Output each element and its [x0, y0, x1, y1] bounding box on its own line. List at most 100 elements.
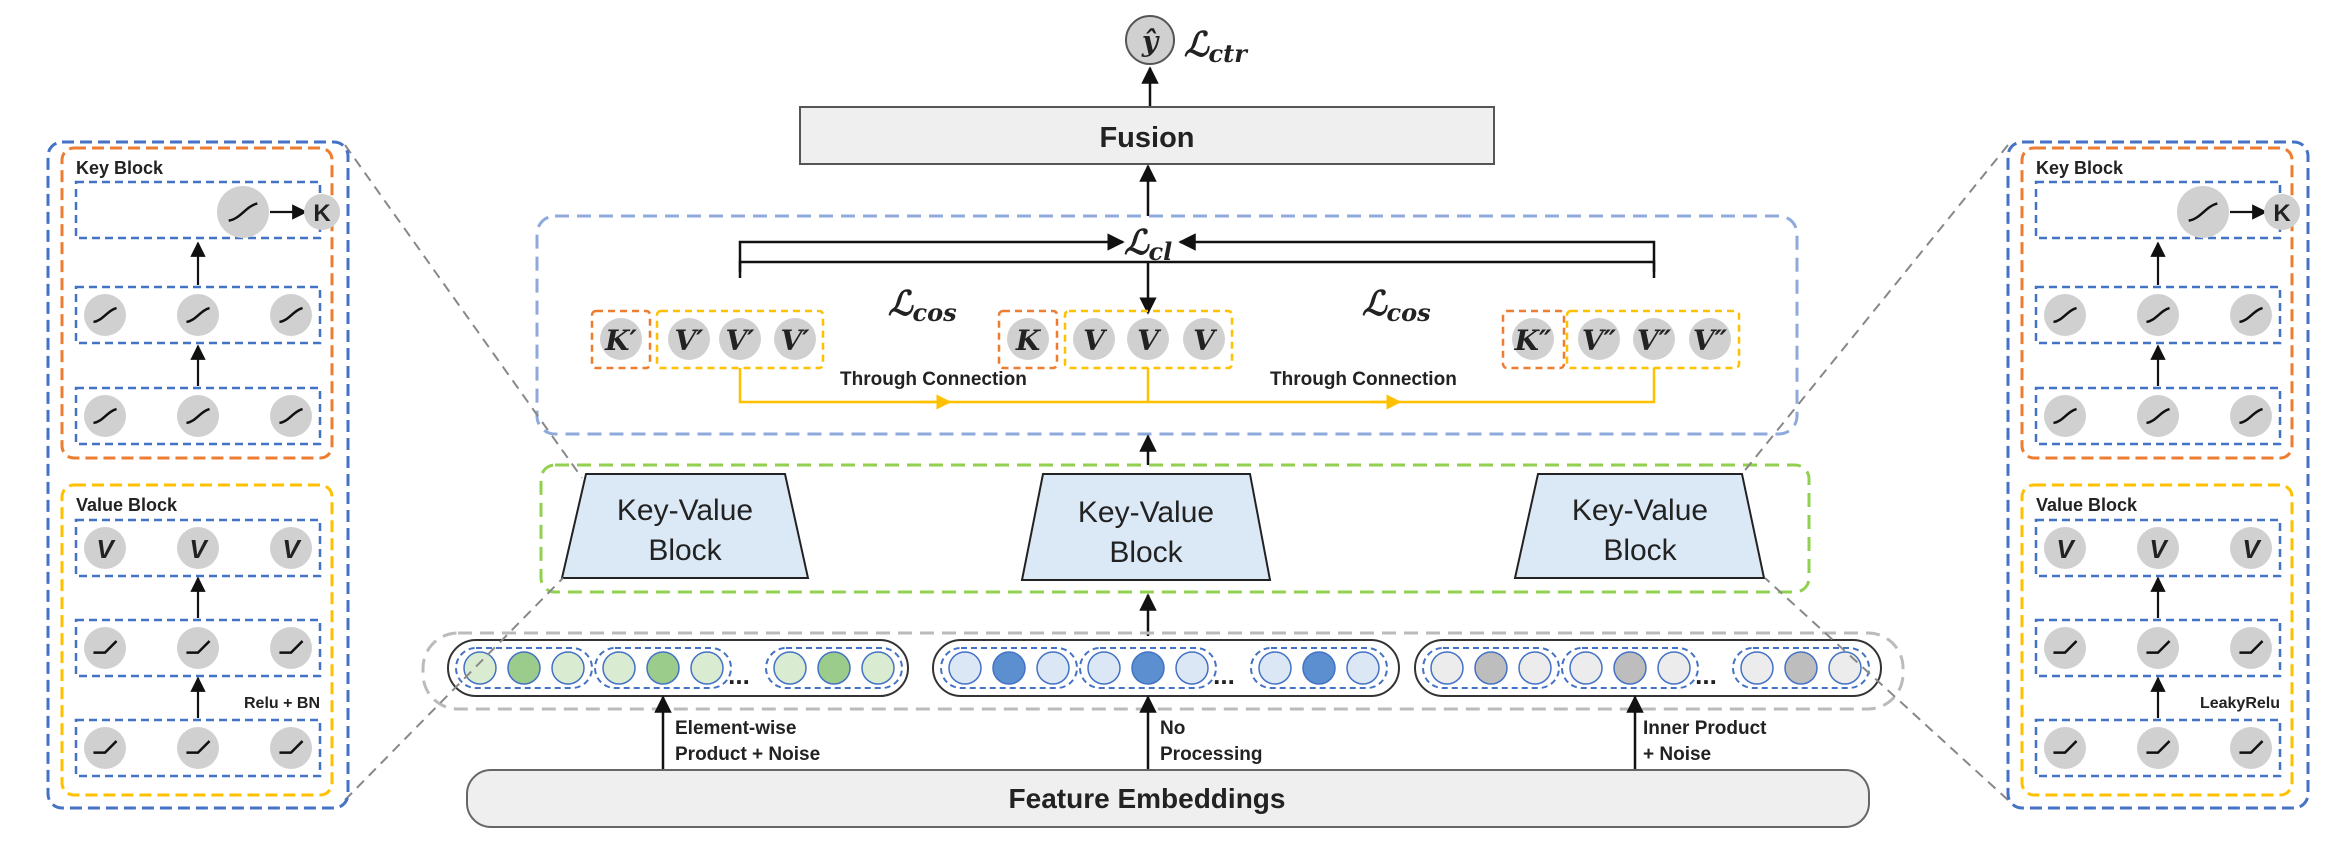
- embedding-node: [1828, 651, 1862, 685]
- embedding-sets-frame: [421, 631, 1905, 711]
- embedding-group: [765, 647, 903, 689]
- value-hidden-node: [2137, 627, 2179, 669]
- embedding-node: [1740, 651, 1774, 685]
- processing-3-line1: Inner Product: [1643, 718, 1767, 739]
- embedding-node: [551, 651, 585, 685]
- value-hidden-node: [2230, 727, 2272, 769]
- activation-curve: [2053, 740, 2078, 754]
- embedding-node: [817, 651, 851, 685]
- output-symbol: ŷ: [1141, 25, 1160, 58]
- key-output-layer: [74, 180, 322, 240]
- processing-2-line2: Processing: [1160, 744, 1262, 765]
- svg-text:Key-Value: Key-Value: [1078, 496, 1214, 529]
- value-block-frame: [60, 483, 334, 797]
- value-output-label: V: [282, 534, 302, 564]
- value-output-node: [177, 527, 219, 569]
- value-hidden-node: [2137, 727, 2179, 769]
- key-hidden-layer-2: [74, 285, 322, 345]
- value-output-layer: [74, 518, 322, 578]
- value-output-layer: [2034, 518, 2282, 578]
- embedding-node: [646, 651, 680, 685]
- key-hidden-layer-1: [2034, 386, 2282, 446]
- value-box-1: [655, 309, 825, 370]
- embedding-node: [1518, 651, 1552, 685]
- embedding-node: [1131, 651, 1165, 685]
- value-node-3c: V″: [1693, 324, 1728, 357]
- key-block-title: Key Block: [76, 158, 164, 178]
- value-node-2a: V: [1083, 324, 1108, 357]
- activation-curve: [93, 407, 117, 425]
- cl-loss-connectors: [738, 233, 1656, 315]
- fusion-box: [799, 106, 1495, 165]
- key-node-1: [600, 318, 642, 360]
- key-node-2-label: K: [1015, 324, 1042, 357]
- through-connection-label-right: Through Connection: [1270, 369, 1457, 390]
- embedding-node: [1474, 651, 1508, 685]
- embedding-group: [1422, 647, 1560, 689]
- embedding-set-1: [447, 639, 909, 697]
- activation-curve: [93, 640, 118, 654]
- value-box-2: [1063, 309, 1234, 370]
- through-connection-lines: [738, 368, 1656, 410]
- key-output-node: [304, 194, 340, 230]
- activation-curve: [2239, 306, 2263, 324]
- processing-1-line2: Product + Noise: [675, 744, 820, 765]
- through-connection-label-left: Through Connection: [840, 369, 1027, 390]
- feature-embeddings-label: Feature Embeddings: [1009, 783, 1286, 814]
- embedding-ellipsis: ...: [728, 660, 750, 690]
- feature-embeddings-box: [466, 769, 1870, 828]
- embedding-group: [455, 647, 593, 689]
- value-node-1a: V′: [674, 324, 704, 357]
- kv-block-2: Key-Value Block: [1020, 473, 1272, 581]
- activation-curve: [186, 306, 210, 324]
- svg-text:Key-Value: Key-Value: [1572, 494, 1708, 527]
- value-hidden-layer-1: [74, 718, 322, 778]
- key-node-1-label: K′: [604, 324, 637, 357]
- output-node: ŷ: [1125, 15, 1175, 65]
- activation-curve: [2239, 407, 2263, 425]
- embedding-set-3: [1414, 639, 1882, 697]
- value-block-title: Value Block: [2036, 495, 2138, 515]
- value-hidden-layer-1: [2034, 718, 2282, 778]
- key-output-node: [2264, 194, 2300, 230]
- value-hidden-node: [177, 627, 219, 669]
- embedding-node: [1569, 651, 1603, 685]
- kv-blocks-frame: [539, 463, 1811, 594]
- value-output-node: [270, 527, 312, 569]
- cos-loss-label-right: ℒcos: [1362, 284, 1431, 327]
- value-node-1b: V′: [725, 324, 755, 357]
- processing-1-line1: Element-wise: [675, 718, 796, 739]
- value-output-node: [2230, 527, 2272, 569]
- value-box-3: [1565, 309, 1741, 370]
- cos-loss-label-left: ℒcos: [888, 284, 957, 327]
- value-node-3b: V″: [1637, 324, 1672, 357]
- activation-curve: [228, 202, 258, 222]
- activation-curve: [186, 740, 211, 754]
- embedding-node: [1302, 651, 1336, 685]
- embedding-group: [1732, 647, 1870, 689]
- embedding-group: [940, 647, 1078, 689]
- key-box-3: [1501, 309, 1566, 370]
- svg-text:Block: Block: [1109, 536, 1183, 569]
- embedding-node: [1430, 651, 1464, 685]
- activation-curve: [279, 740, 304, 754]
- embedding-node: [1346, 651, 1380, 685]
- key-block-title: Key Block: [2036, 158, 2124, 178]
- kv-block-1: Key-Value Block: [560, 473, 810, 579]
- activation-curve: [2239, 640, 2264, 654]
- embedding-set-2: [932, 639, 1400, 697]
- key-box-2: [997, 309, 1059, 370]
- activation-curve: [2146, 740, 2171, 754]
- activation-curve: [2146, 640, 2171, 654]
- activation-curve: [2053, 640, 2078, 654]
- embedding-node: [602, 651, 636, 685]
- key-node-3-label: K″: [1514, 324, 1552, 357]
- embedding-node: [861, 651, 895, 685]
- activation-note: LeakyRelu: [2200, 695, 2280, 712]
- value-output-node: [2044, 527, 2086, 569]
- activation-curve: [93, 306, 117, 324]
- embedding-node: [773, 651, 807, 685]
- embedding-ellipsis: ...: [1695, 660, 1717, 690]
- panel-frame: [2006, 140, 2310, 810]
